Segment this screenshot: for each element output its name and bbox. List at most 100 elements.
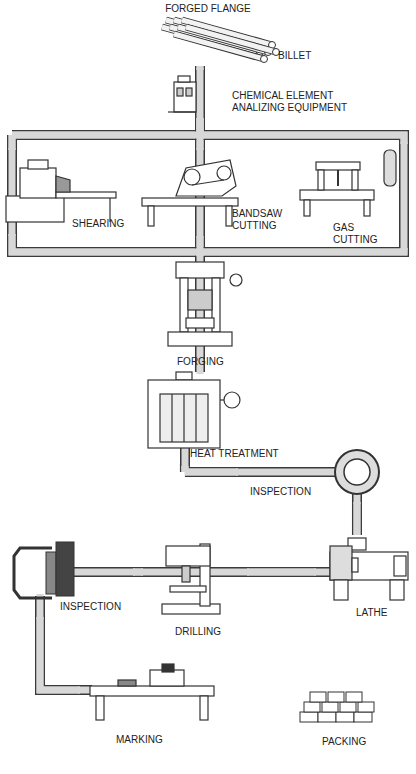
analyzer-base: [168, 111, 196, 112]
gantry-beam: [316, 162, 360, 170]
pipe-core: [353, 500, 360, 535]
pipe-core: [245, 568, 318, 575]
bench-leg: [96, 696, 104, 720]
pipe-cores: [12, 66, 404, 690]
station-label: SHEARING: [72, 218, 124, 230]
billet-end: [261, 56, 268, 63]
box: [310, 692, 326, 702]
station-label: BANDSAW CUTTING: [232, 208, 284, 232]
door-line: [171, 394, 172, 442]
shear-blade: [56, 176, 70, 192]
billet-bar: [174, 34, 264, 59]
box: [300, 712, 318, 722]
box: [346, 692, 362, 702]
forging-press: [168, 262, 242, 346]
billet-bar: [174, 34, 264, 59]
drill-base: [162, 604, 220, 614]
gantry-post: [352, 170, 358, 190]
process-station: BANDSAW CUTTING: [132, 152, 288, 234]
saw-leg: [148, 206, 154, 226]
box: [336, 712, 354, 722]
station-label-group: BANDSAW CUTTING: [232, 208, 284, 232]
station-label: PACKING: [322, 736, 366, 748]
pipe-core: [200, 116, 404, 146]
pipe-connector: [356, 500, 357, 535]
drill-table: [170, 586, 206, 592]
station-label: MARKING: [116, 734, 163, 746]
bench-leg: [200, 696, 208, 720]
box: [354, 712, 372, 722]
station-label: INSPECTION: [60, 601, 121, 613]
furnace-body: [148, 380, 220, 448]
analyzer-window: [177, 88, 183, 96]
station-label: LATHE: [356, 607, 388, 619]
saw-bed: [142, 198, 238, 206]
station-label-group: LATHE: [356, 607, 388, 619]
lathe-chuck: [352, 558, 358, 572]
station-label-group: DRILLING: [175, 626, 221, 638]
marking-head: [162, 664, 174, 672]
pipe-core: [245, 568, 318, 575]
station-label-group: CHEMICAL ELEMENT ANALIZING EQUIPMENT: [232, 90, 367, 114]
analyzer-top: [178, 76, 190, 82]
drill-spindle: [182, 566, 190, 582]
station-label: FORGING: [177, 356, 224, 368]
process-station: HEAT TREATMENT: [138, 372, 328, 464]
pipe-connector: [185, 464, 240, 472]
table-leg: [304, 200, 310, 216]
diagram-title: FORGED FLANGE: [0, 3, 416, 15]
pipe-core: [200, 116, 404, 146]
pipe-core: [200, 246, 404, 258]
process-station: LATHE: [318, 535, 414, 620]
gauge-block: [56, 542, 74, 596]
analyzer-window: [186, 88, 192, 96]
pipe-outline: [40, 615, 82, 690]
station-label-group: SHEARING: [72, 218, 124, 230]
door-line: [195, 394, 196, 442]
lathe-leg: [390, 580, 404, 600]
process-station: BILLET: [150, 18, 315, 66]
gantry-post: [318, 170, 324, 190]
pipe-connector: [40, 615, 82, 690]
pipe-core: [40, 615, 82, 690]
station-label: INSPECTION: [250, 486, 311, 498]
pipe-core: [12, 116, 200, 152]
furnace-gauge: [224, 392, 240, 408]
gas-cutting-machine: [300, 150, 396, 216]
cutting-table: [300, 190, 374, 200]
feed-bed: [56, 192, 116, 198]
machine-body: [20, 168, 56, 198]
saw-frame: [176, 160, 236, 196]
station-label: GAS CUTTING: [333, 222, 385, 246]
process-station: CHEMICAL ELEMENT ANALIZING EQUIPMENT: [176, 72, 376, 116]
pipe-outline: [352, 500, 362, 535]
machine-base: [6, 196, 64, 222]
station-label-group: FORGING: [177, 356, 224, 368]
station-label-group: INSPECTION: [250, 486, 311, 498]
process-station: MARKING: [82, 664, 227, 748]
gauge-pipe: [220, 399, 224, 400]
pipe-core: [12, 116, 200, 152]
box: [340, 702, 356, 712]
packing-boxes: [300, 692, 374, 722]
marking-bench: [90, 664, 214, 720]
pipe-core: [12, 232, 200, 258]
pipe-connector: [200, 116, 404, 146]
press-ram: [188, 290, 212, 310]
station-label: HEAT TREATMENT: [190, 448, 279, 460]
station-label-group: PACKING: [322, 736, 366, 748]
door-line: [183, 394, 184, 442]
torch: [337, 170, 339, 186]
station-label-group: INSPECTION: [60, 601, 121, 613]
ring-inner: [344, 459, 370, 485]
station-label-group: MARKING: [116, 734, 163, 746]
pipe-core: [40, 615, 82, 690]
pipe-connector: [245, 571, 318, 572]
furnace-stack: [176, 372, 192, 380]
saw-wheel: [184, 169, 200, 185]
bandsaw-machine: [142, 160, 238, 226]
inspection-gauge: [14, 542, 74, 598]
pipe-stubs: [12, 68, 404, 690]
pipe-outline: [12, 70, 404, 690]
